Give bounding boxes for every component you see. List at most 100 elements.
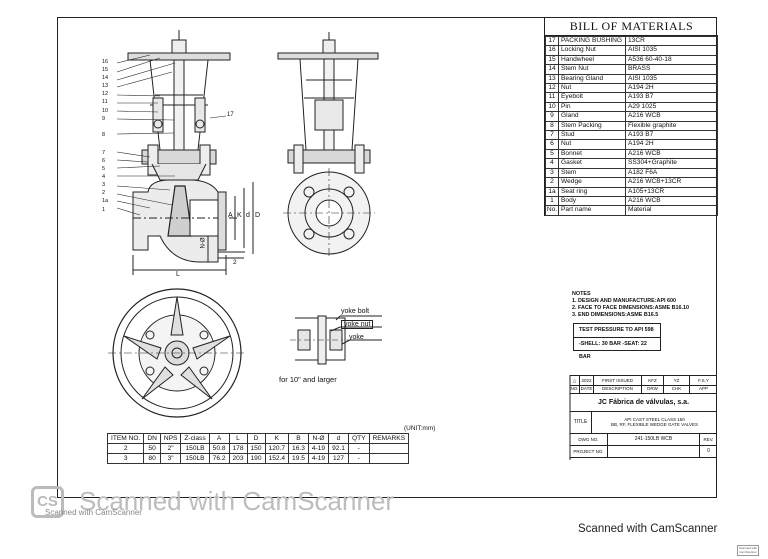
dims-cell: 4-19	[307, 453, 330, 464]
dims-cell: -	[347, 453, 370, 464]
dims-cell	[368, 443, 410, 454]
bom-no: 12	[545, 83, 559, 94]
hdr-no: NO.	[570, 384, 580, 393]
label-yoke: yoke	[349, 334, 364, 341]
bom-part: Wedge	[558, 177, 626, 188]
callout-17: 17	[227, 112, 234, 118]
bom-part: Part name	[558, 205, 626, 216]
notes-block: NOTES 1. DESIGN AND MANUFACTURE:API 600 …	[572, 291, 689, 319]
callout: 1a	[102, 198, 109, 205]
bom-no: 8	[545, 120, 559, 132]
rev-date: 2022	[580, 376, 594, 385]
bom-no: 6	[545, 139, 559, 150]
bom-no: 14	[545, 64, 559, 75]
company-name: JC Fábrica de válvulas, s.a.	[597, 398, 690, 406]
bom-material: A216 WCB	[625, 148, 718, 160]
unit-label: (UNIT:mm)	[404, 425, 436, 432]
dims-header: d	[328, 433, 349, 444]
dims-header: NPS	[159, 433, 182, 444]
rev-symbol: △	[570, 376, 580, 385]
bom-material: A105+13CR	[625, 186, 718, 197]
dwg-no-label: DWG NO.	[570, 433, 608, 445]
bom-material: A182 F6A	[625, 167, 718, 179]
callout: 11	[102, 99, 108, 106]
bom-no: 7	[545, 130, 559, 141]
callout-leaders	[116, 54, 227, 216]
callout: 16	[102, 59, 109, 65]
bom-material: Flexible graphite	[625, 120, 718, 132]
bom-part: Bearing Gland	[558, 73, 626, 85]
note-line: 2. FACE TO FACE DIMENSIONS:ASME B16.10	[572, 305, 690, 311]
title-row: TITLE API CAST STEEL CLASS 150 BB, RF, F…	[570, 411, 717, 434]
revision-header-row: NO. DATE DESCRIPTION DRW CHK APP	[570, 384, 717, 394]
callout: 7	[102, 149, 106, 156]
dims-cell: 76.2	[208, 453, 230, 464]
bom-material: A29 1025	[625, 101, 718, 113]
detail-caption: for 10" and larger	[279, 375, 337, 384]
bom-part: Body	[558, 195, 626, 207]
callout: 10	[102, 107, 109, 114]
dims-cell: 50	[143, 443, 161, 454]
bom-material: A194 2H	[625, 83, 718, 94]
hdr-app: APP	[698, 386, 708, 391]
front-view	[277, 32, 379, 258]
label-yoke-nut: yoke nut	[341, 320, 374, 329]
bom-no: 10	[545, 101, 559, 113]
hdr-date: DATE	[580, 384, 594, 393]
footer-scanned-text: Scanned with CamScanner	[578, 523, 718, 535]
test-pressure-title: TEST PRESSURE TO API 598	[574, 324, 660, 338]
bom-no: 9	[545, 111, 559, 122]
callout: 12	[102, 91, 109, 98]
dims-cell: 19.5	[288, 453, 309, 464]
dim-label-l: L	[176, 271, 180, 278]
dims-header: D	[246, 433, 266, 444]
callout: 2	[102, 190, 106, 197]
project-value	[608, 445, 700, 457]
rev-desc: FIRST ISSUED	[594, 376, 642, 385]
project-label: PROJECT NO.	[570, 445, 608, 457]
dim-label-n-phi: N-Ø	[200, 237, 207, 249]
callout: 13	[102, 83, 109, 90]
rev-drw: KFZ	[642, 376, 664, 385]
bom-material: AISI 1035	[625, 45, 718, 56]
dims-cell: 178	[228, 443, 248, 454]
bom-part: Handwheel	[558, 54, 626, 66]
rev-app: F.S.Y	[698, 378, 709, 383]
bom-part: Stem Packing	[558, 120, 626, 132]
bom-part: Stem Nut	[558, 64, 626, 75]
bom-part: Gland	[558, 111, 626, 122]
bom-part: Bonnet	[558, 148, 626, 160]
dims-cell: 2	[106, 443, 145, 454]
title-label: TITLE	[570, 411, 592, 433]
callout: 6	[102, 157, 106, 164]
bom-part: Pin	[558, 101, 626, 113]
company-row: JC Fábrica de válvulas, s.a.	[570, 393, 717, 412]
dims-header: ITEM NO.	[106, 433, 145, 444]
bom-part: Stem	[558, 167, 626, 179]
dims-header: REMARKS	[368, 433, 410, 444]
camscanner-badge: Scanned with CamScanner	[737, 545, 759, 556]
dims-cell: 203	[228, 453, 248, 464]
dims-header: DN	[143, 433, 161, 444]
bom-title: BILL OF MATERIALS	[545, 17, 718, 36]
label-yoke-bolt: yoke bolt	[341, 308, 370, 315]
dims-header: A	[208, 433, 230, 444]
project-row: PROJECT NO. 0	[570, 445, 717, 458]
dims-cell: 4-19	[307, 443, 330, 454]
callout: 8	[102, 131, 106, 138]
bom-no: 3	[545, 167, 559, 179]
bom-material: A536 60-40-18	[625, 54, 718, 66]
dims-cell: 80	[143, 453, 161, 464]
